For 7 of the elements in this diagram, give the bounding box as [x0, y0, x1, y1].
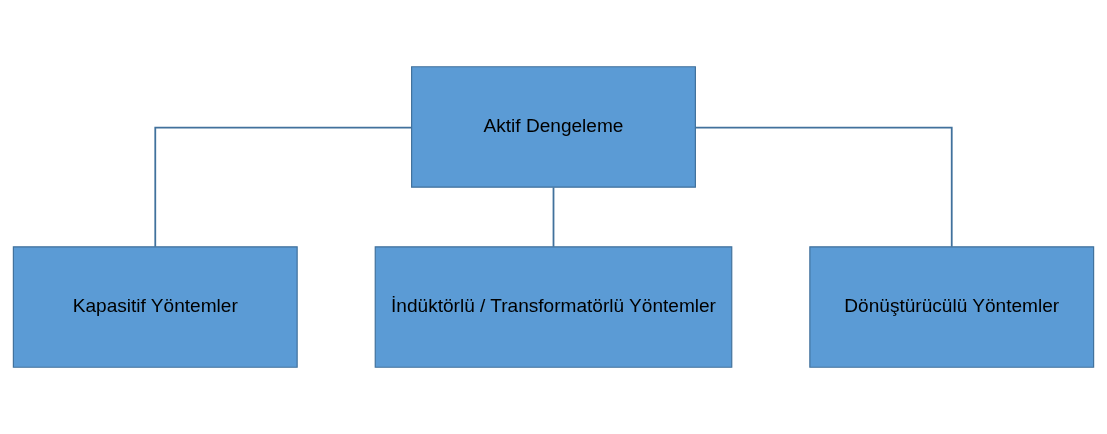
- connector: [154, 126, 413, 248]
- node-box: Aktif Dengeleme: [411, 66, 696, 188]
- node-box: Kapasitif Yöntemler: [12, 246, 298, 368]
- node-box: Dönüştürücülü Yöntemler: [809, 246, 1095, 368]
- connector: [552, 186, 555, 248]
- connector: [694, 126, 953, 248]
- node-box: İndüktörlü / Transformatörlü Yöntemler: [374, 246, 733, 368]
